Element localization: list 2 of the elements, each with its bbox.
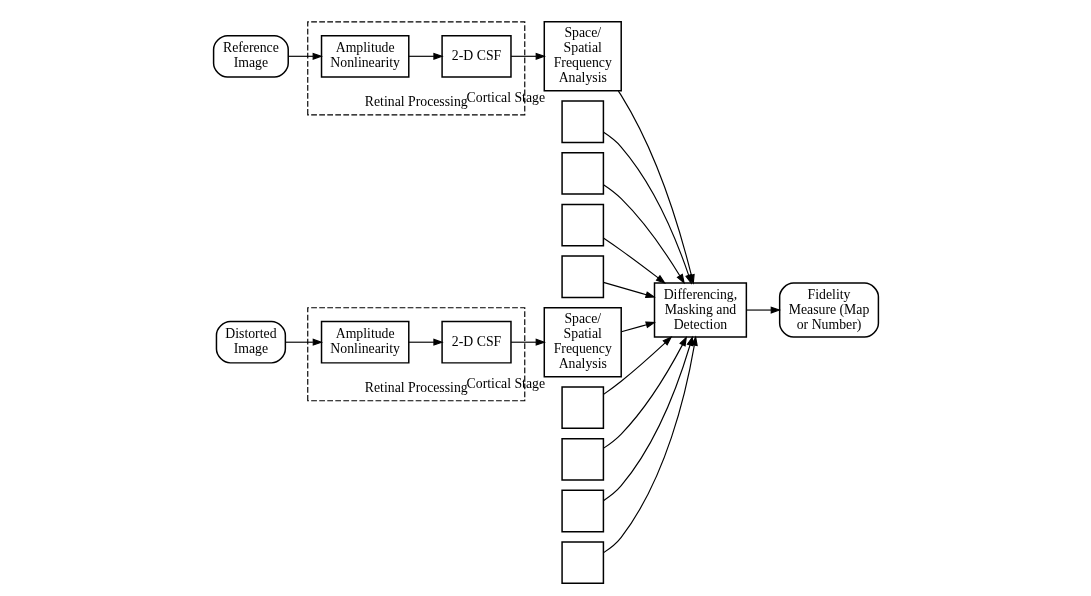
node-label: Cortical Stage	[466, 375, 545, 391]
node-label: Cortical Stage	[466, 89, 545, 105]
